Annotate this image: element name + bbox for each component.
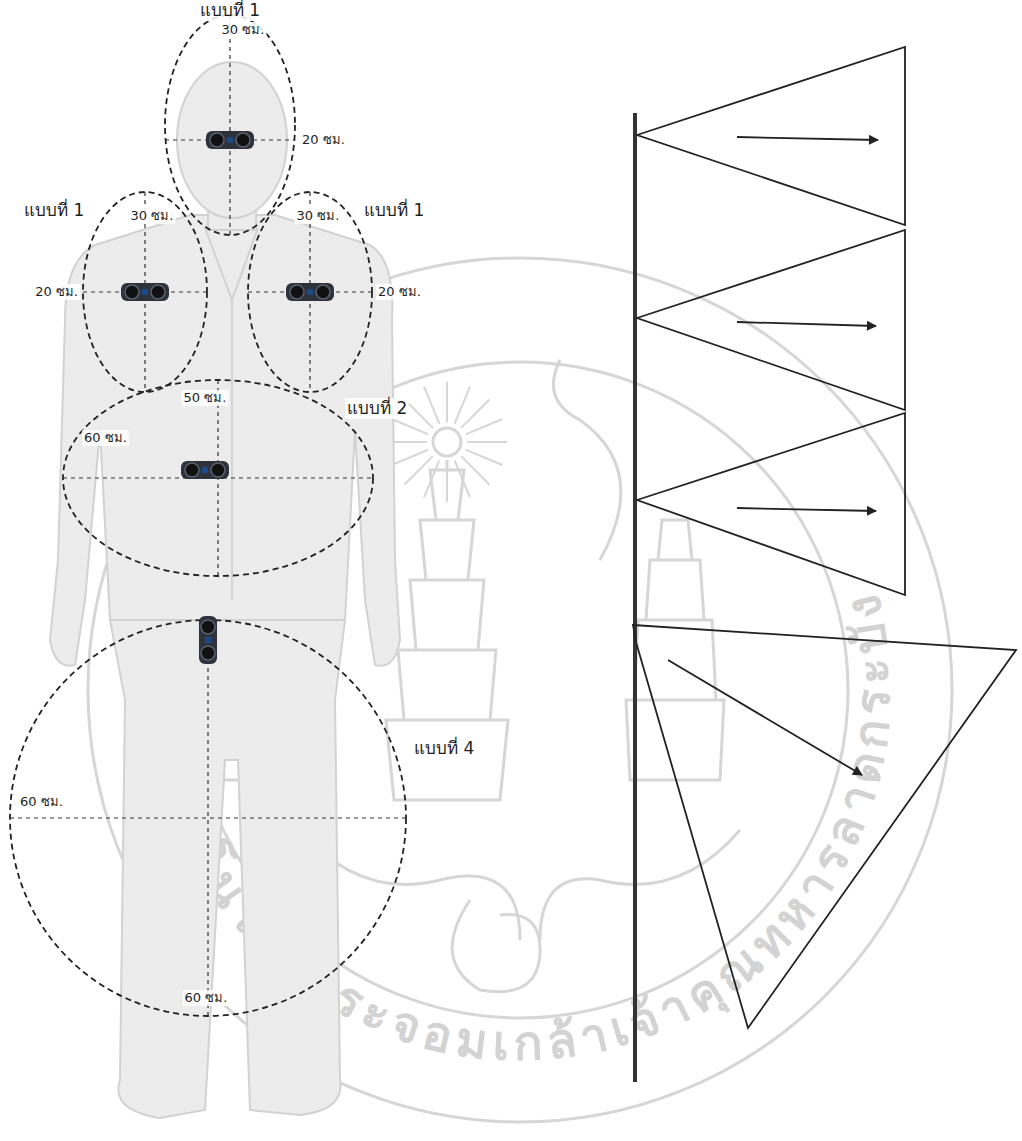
coverage-cone: [633, 625, 1016, 1028]
zone-ellipse: [248, 192, 372, 392]
sensor-symbol: [121, 283, 169, 301]
sensor-lens: [151, 285, 165, 299]
sensor-symbol: [206, 131, 254, 149]
seal-sun-ray: [455, 387, 470, 424]
seal-center-pagoda: [386, 460, 508, 800]
zone-title: แบบที่ 1: [198, 0, 262, 21]
dimension-label: 60 ซม.: [183, 990, 230, 1006]
direction-arrow: [668, 660, 862, 775]
sensor-lens: [185, 463, 199, 477]
zone-ellipse: [83, 192, 207, 392]
mounting-pole: [633, 113, 637, 1082]
clothing-lines: [110, 228, 345, 620]
direction-arrow: [737, 137, 878, 140]
dimension-line: [229, 15, 230, 235]
dimension-label: 30 ซม.: [295, 208, 342, 224]
coverage-cone: [637, 230, 905, 410]
sensor-chip: [142, 289, 148, 295]
dimension-label: 60 ซม.: [18, 794, 65, 810]
zone-ellipse: [63, 380, 373, 576]
direction-arrow: [737, 322, 876, 326]
seal-sun-ray: [465, 419, 502, 434]
dimension-label: 30 ซม.: [220, 22, 267, 38]
seal-sun-ray: [392, 450, 429, 465]
dimension-label: 20 ซม.: [33, 284, 80, 300]
sensor-lens: [210, 133, 224, 147]
coverage-cone: [637, 413, 905, 595]
zone-title: แบบที่ 1: [22, 200, 86, 221]
sensor-symbol: [181, 461, 229, 479]
sensor-lens: [290, 285, 304, 299]
zone-title: แบบที่ 4: [412, 738, 476, 759]
seal-sun-ray: [461, 400, 489, 428]
dimension-line: [10, 817, 406, 818]
sensor-body: [121, 283, 169, 301]
seal-sun-ray: [424, 387, 439, 424]
sensor-chip: [205, 637, 211, 643]
sensor-symbol: [286, 283, 334, 301]
seal-sun-ray: [467, 441, 507, 443]
measurement-zone: 50 ซม. 60 ซม. แบบที่ 2: [55, 378, 433, 578]
dimension-label: 30 ซม.: [129, 208, 176, 224]
measurement-zone: แบบที่ 1 30 ซม. 20 ซม.: [245, 188, 457, 396]
seal-sun-ray: [392, 419, 429, 434]
dimension-line: [207, 620, 208, 1016]
zone-ellipse: [165, 15, 295, 235]
seal-right-pagoda: [626, 520, 724, 780]
zone-ellipse: [10, 620, 406, 1016]
sensor-body: [206, 131, 254, 149]
direction-arrow: [737, 508, 876, 511]
dimension-label: 60 ซม.: [82, 430, 129, 446]
sensor-lens: [316, 285, 330, 299]
body-silhouette: [50, 215, 400, 1118]
seal-sun-ray: [465, 450, 502, 465]
sensor-lens: [236, 133, 250, 147]
zone-title: แบบที่ 2: [345, 398, 409, 419]
zone-title: แบบที่ 1: [362, 200, 426, 221]
sensor-chip: [202, 467, 208, 473]
measurement-zone: แบบที่ 4 60 ซม. 60 ซม.: [8, 600, 490, 1020]
zone-outline: [8, 600, 490, 1020]
sensor-lens: [211, 463, 225, 477]
measurement-zone: แบบที่ 130 ซม.20 ซม.: [150, 0, 365, 240]
sensor-symbol: [199, 616, 217, 664]
sensor-body: [286, 283, 334, 301]
sensor-body: [181, 461, 229, 479]
dimension-label: 20 ซม.: [376, 284, 423, 300]
sensor-lens: [201, 620, 215, 634]
sensor-body: [199, 616, 217, 664]
sensor-chip: [227, 137, 233, 143]
sensor-lens: [125, 285, 139, 299]
seal-sun-ray: [446, 382, 448, 422]
coverage-cone: [637, 47, 905, 225]
seal-numeral: [452, 900, 540, 992]
seal-sun: [433, 428, 461, 456]
sensor-chip: [307, 289, 313, 295]
measurement-zone: แบบที่ 1 30 ซม. 20 ซม.: [10, 188, 210, 396]
dimension-label: 20 ซม.: [300, 132, 347, 148]
sensor-lens: [201, 646, 215, 660]
dimension-label: 50 ซม.: [182, 390, 229, 406]
